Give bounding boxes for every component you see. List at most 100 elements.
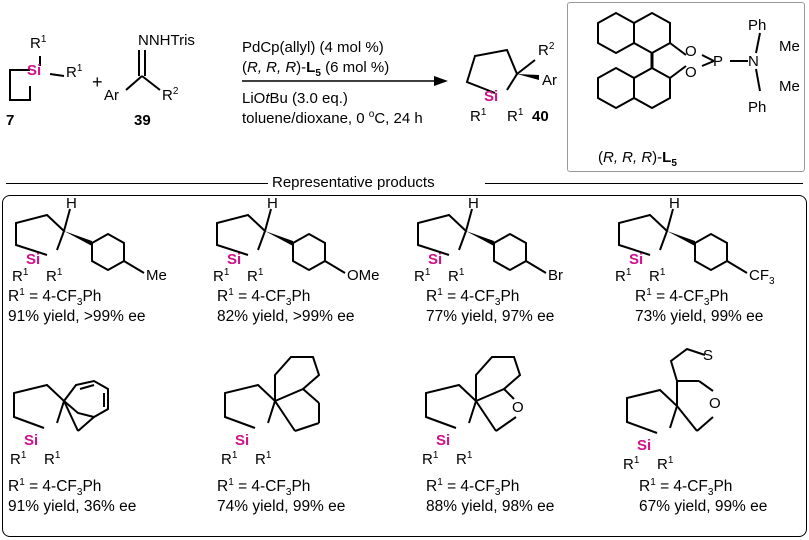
hydrazone-drawing <box>125 50 161 91</box>
si-atom: Si <box>235 432 250 449</box>
ligand-me-bottom: Me <box>779 78 800 95</box>
product40-ar: Ar <box>542 72 557 89</box>
r1-right: R1 <box>448 267 465 286</box>
ligand-n-atom: N <box>748 53 759 70</box>
si-atom: Si <box>637 437 652 454</box>
reaction-arrow <box>242 76 448 86</box>
r1-left: R1 <box>615 267 632 286</box>
reagent7-r1-right: R1 <box>66 63 83 82</box>
ligand-box: O O P N Ph Me Me Ph (R, R, R)-L5 <box>567 2 805 172</box>
ligand-ph-bottom: Ph <box>748 99 767 116</box>
condition-solvent: toluene/dioxane, 0 oC, 24 h <box>242 109 423 128</box>
r1-definition: R1 = 4-CF3Ph <box>8 286 102 309</box>
r1-right: R1 <box>657 455 674 474</box>
ring-oxygen: O <box>512 399 524 416</box>
si-atom: Si <box>428 251 443 268</box>
product-card: S O Si R1 R1 R1 = 4-CF3Ph 67% yield, 99%… <box>605 345 806 535</box>
stereocenter-h: H <box>267 195 278 212</box>
product-structure <box>13 379 109 432</box>
yield-ee: 73% yield, 99% ee <box>635 308 764 325</box>
condition-base: LiOtBu (3.0 eq.) <box>242 90 348 107</box>
ring-sulfur: S <box>703 347 714 364</box>
reagent7-number: 7 <box>6 112 15 129</box>
product-structure <box>618 208 748 274</box>
section-rule-right <box>485 183 803 184</box>
r1-definition: R1 = 4-CF3Ph <box>639 476 733 499</box>
product40-r1-right: R1 <box>507 107 524 126</box>
product-card: Si R1 R1 R1 = 4-CF3Ph 91% yield, 36% ee <box>2 345 203 535</box>
product-structure <box>417 208 547 274</box>
si-atom: Si <box>24 432 39 449</box>
r1-definition: R1 = 4-CF3Ph <box>217 476 311 499</box>
product40-si-atom: Si <box>484 88 499 105</box>
product-structure <box>425 356 522 432</box>
product-card: Si R1 R1 R1 = 4-CF3Ph 74% yield, 99% ee <box>203 345 404 535</box>
product40-number: 40 <box>532 108 549 125</box>
ligand-me-top: Me <box>779 38 800 55</box>
r1-definition: R1 = 4-CF3Ph <box>426 476 520 499</box>
product-structure <box>626 347 714 434</box>
si-atom: Si <box>26 251 41 268</box>
product-structure <box>216 208 346 274</box>
r1-left: R1 <box>213 267 230 286</box>
r1-right: R1 <box>649 267 666 286</box>
r1-left: R1 <box>623 455 640 474</box>
products-panel <box>2 195 807 537</box>
silolane-drawing <box>465 48 539 94</box>
product-structure <box>224 356 321 432</box>
product-card: H Si R1 R1 Br R1 = 4-CF3Ph 77% yield, 97… <box>404 195 605 345</box>
section-rule-left <box>6 183 268 184</box>
r1-right: R1 <box>255 450 272 469</box>
reagent7-si-atom: Si <box>27 62 42 79</box>
product-card: H Si R1 R1 OMe R1 = 4-CF3Ph 82% yield, >… <box>203 195 404 345</box>
r1-right: R1 <box>456 450 473 469</box>
ligand-o-bottom: O <box>685 64 697 81</box>
product40-r1-left: R1 <box>470 107 487 126</box>
yield-ee: 77% yield, 97% ee <box>426 308 555 325</box>
r1-left: R1 <box>221 450 238 469</box>
r1-left: R1 <box>414 267 431 286</box>
r1-left: R1 <box>422 450 439 469</box>
stereocenter-h: H <box>669 195 680 212</box>
aryl-substituent: CF3 <box>749 267 775 287</box>
product-card: H Si R1 R1 Me R1 = 4-CF3Ph 91% yield, >9… <box>2 195 203 345</box>
section-title: Representative products <box>272 174 435 191</box>
yield-ee: 82% yield, >99% ee <box>217 308 355 325</box>
product-card: H Si R1 R1 CF3 R1 = 4-CF3Ph 73% yield, 9… <box>605 195 806 345</box>
r1-right: R1 <box>44 450 61 469</box>
r1-left: R1 <box>12 267 29 286</box>
ligand-ph-top: Ph <box>748 17 767 34</box>
product40-r2: R2 <box>538 41 555 60</box>
plus-sign: + <box>92 72 103 92</box>
yield-ee: 91% yield, >99% ee <box>8 308 146 325</box>
condition-ligand: (R, R, R)-L5 (6 mol %) <box>242 59 390 79</box>
aryl-substituent: OMe <box>347 267 380 284</box>
si-atom: Si <box>629 251 644 268</box>
condition-catalyst: PdCp(allyl) (4 mol %) <box>242 39 384 56</box>
aryl-substituent: Me <box>146 267 167 284</box>
yield-ee: 67% yield, 99% ee <box>639 498 768 515</box>
reagent39-number: 39 <box>134 112 151 129</box>
stereocenter-h: H <box>66 195 77 212</box>
ligand-label: (R, R, R)-L5 <box>598 149 677 169</box>
hydrazone-ar: Ar <box>104 87 119 104</box>
ring-oxygen: O <box>709 395 721 412</box>
r1-definition: R1 = 4-CF3Ph <box>217 286 311 309</box>
r1-right: R1 <box>46 267 63 286</box>
yield-ee: 91% yield, 36% ee <box>8 498 137 515</box>
product-card: O Si R1 R1 R1 = 4-CF3Ph 88% yield, 98% e… <box>404 345 605 535</box>
r1-left: R1 <box>10 450 27 469</box>
si-atom: Si <box>436 432 451 449</box>
r1-right: R1 <box>247 267 264 286</box>
ligand-binaphthyl-drawing <box>597 11 761 110</box>
hydrazone-nnhtris: NNHTris <box>138 32 195 49</box>
stereocenter-h: H <box>468 195 479 212</box>
product-structure <box>15 208 145 274</box>
yield-ee: 88% yield, 98% ee <box>426 498 555 515</box>
reagent7-r1-top: R1 <box>30 34 47 53</box>
yield-ee: 74% yield, 99% ee <box>217 498 346 515</box>
aryl-substituent: Br <box>548 267 563 284</box>
r1-definition: R1 = 4-CF3Ph <box>426 286 520 309</box>
ligand-p-atom: P <box>713 53 724 70</box>
r1-definition: R1 = 4-CF3Ph <box>635 286 729 309</box>
